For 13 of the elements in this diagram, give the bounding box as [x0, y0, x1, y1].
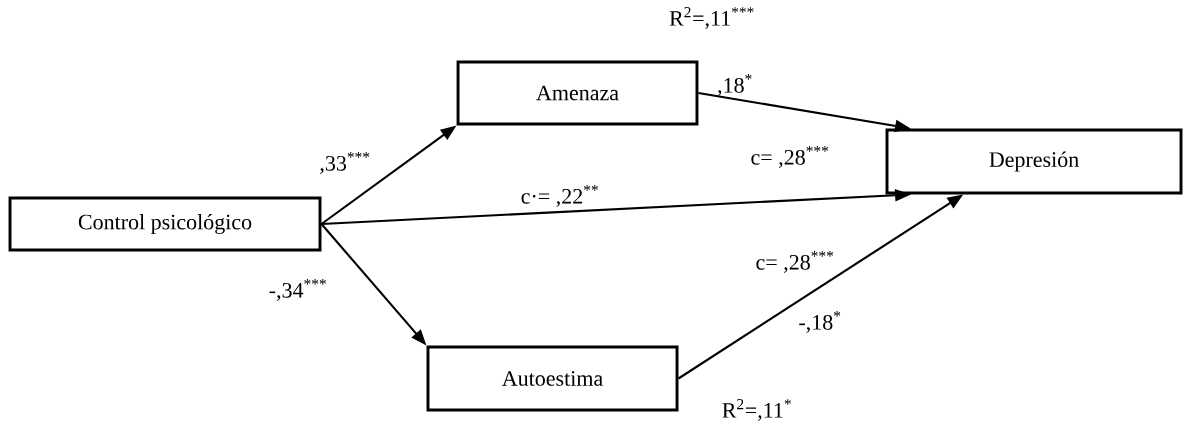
- coefficient-label: c= ,28$^{***}$: [751, 146, 829, 168]
- box: Depresión: [885, 128, 1183, 195]
- edge-label: c·= ,22$^{**}$: [521, 185, 598, 207]
- box: Control psicológico: [8, 196, 322, 252]
- edge-label: -,18$^{*}$: [799, 311, 841, 333]
- edge-label: -,34$^{***}$: [269, 279, 326, 301]
- coefficient-label: R$^{2}$=,11$^{*}$: [722, 399, 791, 421]
- coefficient-label: c= ,28$^{***}$: [756, 251, 834, 273]
- edge-label: ,18$^{*}$: [717, 74, 752, 96]
- box: Amenaza: [456, 60, 699, 126]
- box: Autoestima: [426, 345, 679, 412]
- edge-label: ,33$^{***}$: [320, 152, 370, 174]
- coefficient-label: R$^{2}$=,11$^{***}$: [669, 7, 754, 29]
